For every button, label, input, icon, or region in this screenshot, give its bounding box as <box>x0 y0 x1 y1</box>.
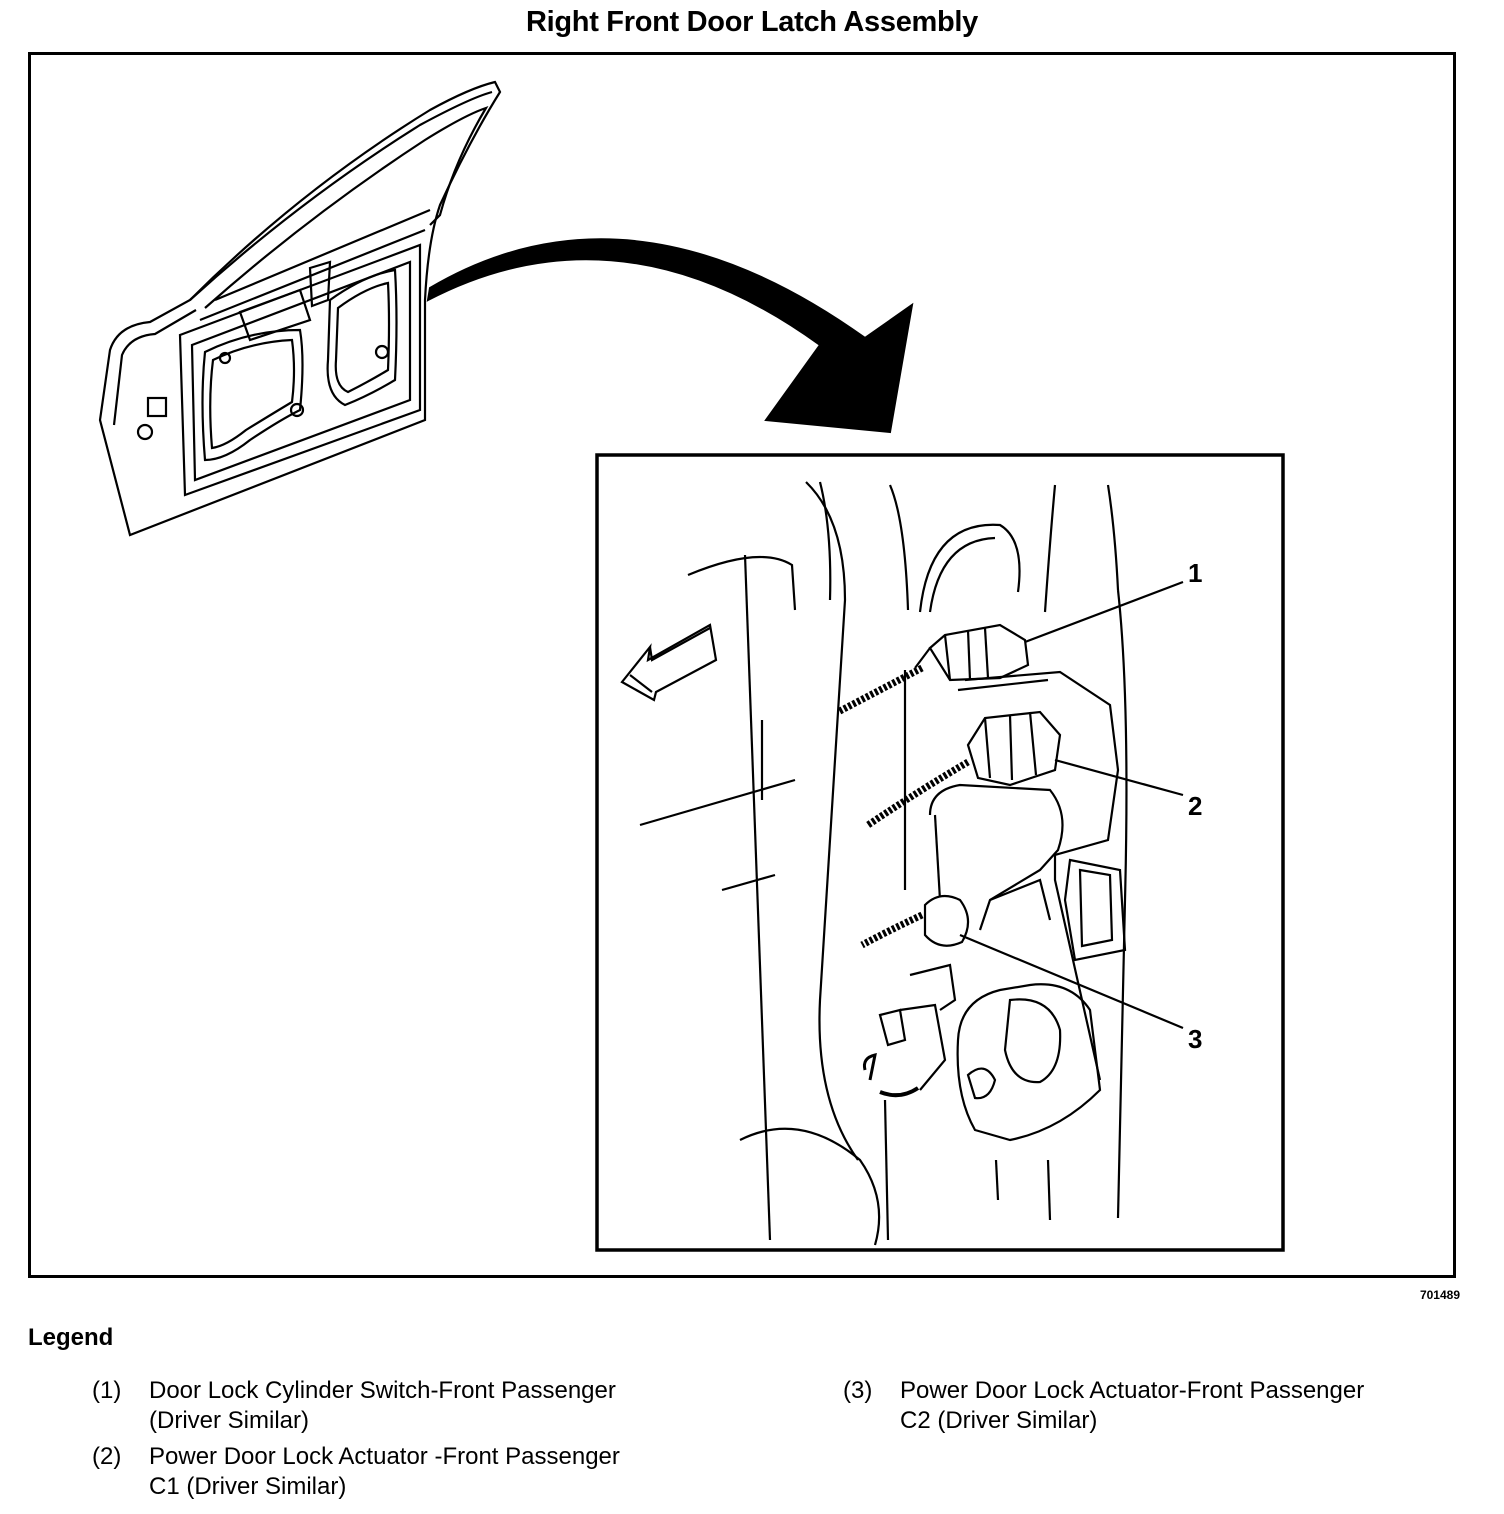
legend-item-number: (3) <box>843 1377 873 1404</box>
legend-item-text: Power Door Lock Actuator -Front Passenge… <box>149 1443 620 1470</box>
legend-item-text: C2 (Driver Similar) <box>900 1407 1098 1434</box>
figure-frame <box>28 52 1456 1278</box>
legend-item-3: (3) Power Door Lock Actuator-Front Passe… <box>843 1376 1463 1438</box>
callout-2: 2 <box>1188 791 1202 821</box>
legend-item-text: C1 (Driver Similar) <box>149 1473 347 1500</box>
leader-lines <box>959 580 1184 1030</box>
legend-item-number: (1) <box>92 1377 122 1404</box>
latch-detail <box>620 481 1128 1246</box>
legend-item-2: (2) Power Door Lock Actuator -Front Pass… <box>92 1442 752 1504</box>
legend-item-text: (Driver Similar) <box>149 1407 309 1434</box>
legend-heading: Legend <box>28 1324 114 1351</box>
legend-item-text: Door Lock Cylinder Switch-Front Passenge… <box>149 1377 616 1404</box>
door-illustration <box>98 80 502 537</box>
legend-item-1: (1) Door Lock Cylinder Switch-Front Pass… <box>92 1376 752 1438</box>
curved-arrow <box>426 238 914 434</box>
callout-1: 1 <box>1188 558 1202 588</box>
callout-3: 3 <box>1188 1024 1202 1054</box>
diagram-title: Right Front Door Latch Assembly <box>525 6 979 38</box>
legend-item-text: Power Door Lock Actuator-Front Passenger <box>900 1377 1365 1404</box>
legend-item-number: (2) <box>92 1443 122 1470</box>
illustration: 1 2 3 <box>98 80 1285 1252</box>
figure-id: 701489 <box>1419 1288 1460 1302</box>
